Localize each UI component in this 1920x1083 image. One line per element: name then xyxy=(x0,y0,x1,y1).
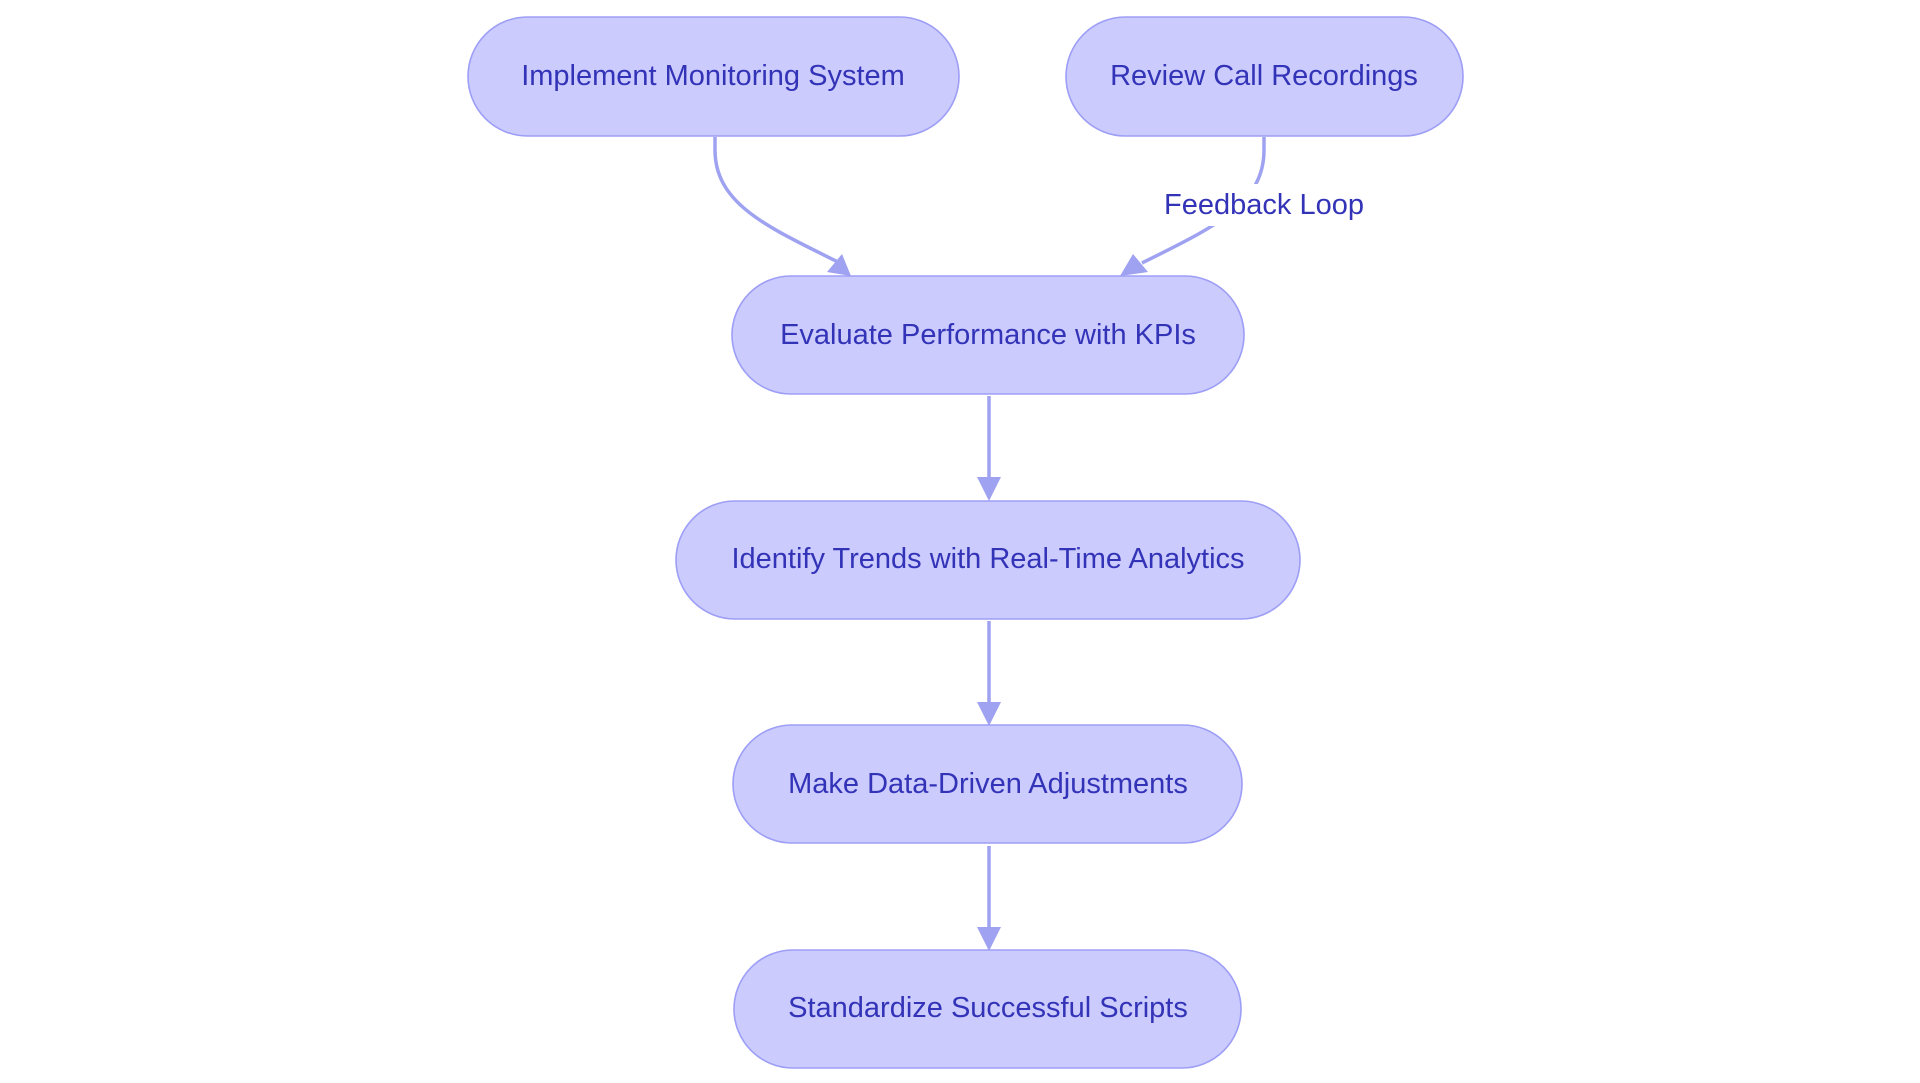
node-shape xyxy=(1065,16,1464,137)
node-label: Review Call Recordings xyxy=(1110,60,1418,92)
node-standardize-successful-scripts[interactable]: Standardize Successful Scripts xyxy=(733,949,1242,1069)
nodes: Implement Monitoring System Review Call … xyxy=(467,16,1464,1069)
edge-line xyxy=(713,137,841,265)
arrowhead-icon xyxy=(977,702,1001,726)
node-label: Evaluate Performance with KPIs xyxy=(780,319,1196,351)
node-label: Identify Trends with Real-Time Analytics xyxy=(731,543,1244,575)
arrowhead-icon xyxy=(1120,254,1148,276)
node-review-call-recordings[interactable]: Review Call Recordings xyxy=(1065,16,1464,137)
node-shape xyxy=(732,724,1243,844)
edge-implement-to-evaluate xyxy=(713,137,851,276)
node-shape xyxy=(467,16,960,137)
edges: Feedback Loop xyxy=(713,137,1368,951)
node-label: Make Data-Driven Adjustments xyxy=(788,768,1188,800)
edge-adjust-to-standardize xyxy=(977,846,1001,951)
node-label: Standardize Successful Scripts xyxy=(788,992,1188,1024)
node-label: Implement Monitoring System xyxy=(521,60,905,92)
node-make-data-driven-adjustments[interactable]: Make Data-Driven Adjustments xyxy=(732,724,1243,844)
node-shape xyxy=(733,949,1242,1069)
edge-evaluate-to-identify xyxy=(977,396,1001,501)
edge-identify-to-adjust xyxy=(977,621,1001,726)
node-identify-trends-with-real-time-analytics[interactable]: Identify Trends with Real-Time Analytics xyxy=(675,500,1301,620)
node-implement-monitoring-system[interactable]: Implement Monitoring System xyxy=(467,16,960,137)
edge-review-to-evaluate: Feedback Loop xyxy=(1120,137,1368,276)
arrowhead-icon xyxy=(977,927,1001,951)
node-evaluate-performance-with-kpis[interactable]: Evaluate Performance with KPIs xyxy=(731,275,1245,395)
arrowhead-icon xyxy=(827,254,851,276)
node-shape xyxy=(731,275,1245,395)
node-shape xyxy=(675,500,1301,620)
arrowhead-icon xyxy=(977,477,1001,501)
edge-label-background xyxy=(1160,184,1368,226)
edge-label-feedback-loop: Feedback Loop xyxy=(1164,189,1364,221)
